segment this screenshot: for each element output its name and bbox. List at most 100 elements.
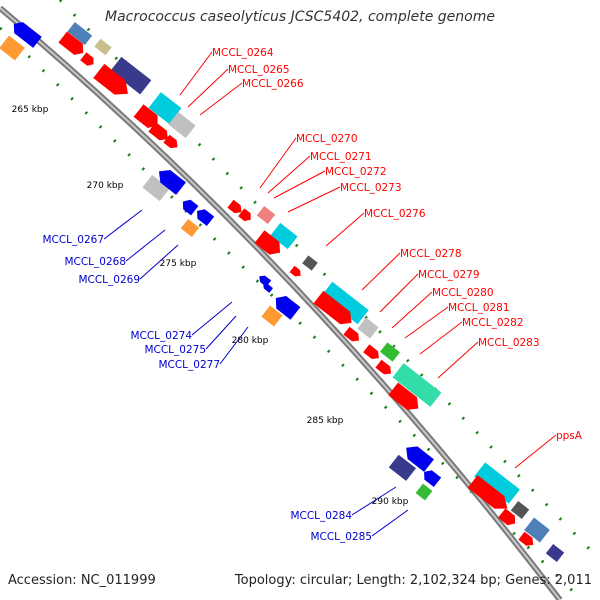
gene-arrow xyxy=(93,63,128,95)
gene-arrow xyxy=(261,305,283,327)
gene-arrow xyxy=(110,56,152,95)
callout-line xyxy=(273,170,326,199)
callout-line xyxy=(371,509,409,537)
accession-text: Accession: NC_011999 xyxy=(8,573,156,588)
kbp-label: 265 kbp xyxy=(12,105,49,115)
gene-arrow xyxy=(289,265,301,277)
gene-label[interactable]: MCCL_0281 xyxy=(448,302,510,314)
gene-arrow xyxy=(510,500,530,520)
gene-arrow xyxy=(13,22,42,48)
callout-line xyxy=(391,291,433,329)
callout-line xyxy=(379,273,419,313)
gene-arrow xyxy=(67,22,93,46)
forward-strand-genes xyxy=(58,22,565,563)
gene-arrow xyxy=(313,290,352,325)
gene-arrow xyxy=(163,134,178,149)
gene-label[interactable]: MCCL_0265 xyxy=(228,64,290,76)
gene-arrow xyxy=(197,209,215,227)
gene-label[interactable]: MCCL_0277 xyxy=(158,359,220,371)
gene-arrow xyxy=(392,363,442,407)
gene-label[interactable]: ppsA xyxy=(556,430,583,442)
gene-arrow xyxy=(256,205,276,225)
callout-line xyxy=(219,326,249,365)
callout-line xyxy=(139,244,179,280)
callout-line xyxy=(125,229,166,262)
map-title: Macrococcus caseolyticus JCSC5402, compl… xyxy=(105,9,495,25)
kbp-label: 275 kbp xyxy=(160,259,197,269)
gene-arrow xyxy=(270,222,298,250)
gene-arrow xyxy=(94,38,112,56)
gene-arrow xyxy=(363,344,379,360)
kbp-label: 270 kbp xyxy=(87,181,124,191)
genome-backbone xyxy=(0,5,563,600)
gene-arrow xyxy=(227,199,242,214)
callout-line xyxy=(267,155,311,194)
callout-line xyxy=(351,486,397,516)
gene-label[interactable]: MCCL_0275 xyxy=(144,344,206,356)
callout-line xyxy=(259,137,297,189)
topology-text: Topology: circular; Length: 2,102,324 bp… xyxy=(234,573,592,588)
gene-arrow xyxy=(474,462,520,504)
gene-arrow xyxy=(406,446,434,472)
gene-arrow xyxy=(388,454,416,481)
callout-line xyxy=(514,434,557,469)
gene-arrow xyxy=(375,359,392,375)
gene-label[interactable]: MCCL_0282 xyxy=(462,317,524,329)
gene-arrow xyxy=(133,104,158,128)
gene-arrow xyxy=(424,470,442,488)
gene-label[interactable]: MCCL_0270 xyxy=(296,133,358,145)
gene-arrow xyxy=(148,92,182,124)
gene-arrow xyxy=(158,170,186,195)
gene-arrow xyxy=(275,296,301,320)
gene-label[interactable]: MCCL_0271 xyxy=(310,151,372,163)
gene-label[interactable]: MCCL_0278 xyxy=(400,248,462,260)
callout-line xyxy=(437,341,479,379)
gene-label[interactable]: MCCL_0268 xyxy=(64,256,126,268)
gene-label[interactable]: MCCL_0267 xyxy=(42,234,104,246)
gene-arrow xyxy=(357,317,379,339)
gene-label[interactable]: MCCL_0283 xyxy=(478,337,540,349)
gene-arrow xyxy=(254,230,281,255)
callout-line xyxy=(191,301,233,336)
gene-label[interactable]: MCCL_0264 xyxy=(212,47,274,59)
callout-lines xyxy=(103,51,557,537)
gene-arrow xyxy=(148,122,168,141)
callout-line xyxy=(103,209,143,240)
gene-label[interactable]: MCCL_0273 xyxy=(340,182,402,194)
gene-arrow xyxy=(302,255,318,271)
gene-arrow xyxy=(415,483,433,501)
callout-line xyxy=(187,68,229,108)
gene-label[interactable]: MCCL_0276 xyxy=(364,208,426,220)
gene-arrow xyxy=(168,111,196,139)
gene-label[interactable]: MCCL_0266 xyxy=(242,78,304,90)
kbp-label: 290 kbp xyxy=(372,497,409,507)
gene-label[interactable]: MCCL_0285 xyxy=(310,531,372,543)
kbp-label: 285 kbp xyxy=(307,416,344,426)
gene-arrow xyxy=(467,475,508,509)
gene-label[interactable]: MCCL_0269 xyxy=(78,274,140,286)
gene-label[interactable]: MCCL_0272 xyxy=(325,166,387,178)
gene-arrow xyxy=(518,531,534,546)
gene-labels: MCCL_0264MCCL_0265MCCL_0266MCCL_0270MCCL… xyxy=(42,47,582,543)
gene-label[interactable]: MCCL_0274 xyxy=(130,330,192,342)
gene-arrow xyxy=(498,508,516,526)
callout-line xyxy=(325,212,365,247)
gene-label[interactable]: MCCL_0280 xyxy=(432,287,494,299)
gene-label[interactable]: MCCL_0284 xyxy=(290,510,352,522)
gene-arrow xyxy=(263,283,273,293)
gene-arrow xyxy=(343,326,360,342)
gene-arrow xyxy=(58,31,84,55)
callout-line xyxy=(199,82,243,116)
callout-line xyxy=(361,252,401,291)
gene-label[interactable]: MCCL_0279 xyxy=(418,269,480,281)
gene-arrow xyxy=(142,174,170,202)
callout-line xyxy=(419,321,463,355)
gene-arrow xyxy=(259,275,272,287)
reverse-strand-genes xyxy=(0,22,442,501)
gene-arrow xyxy=(182,199,199,216)
gene-arrow xyxy=(180,218,200,238)
gene-arrow xyxy=(0,35,25,61)
